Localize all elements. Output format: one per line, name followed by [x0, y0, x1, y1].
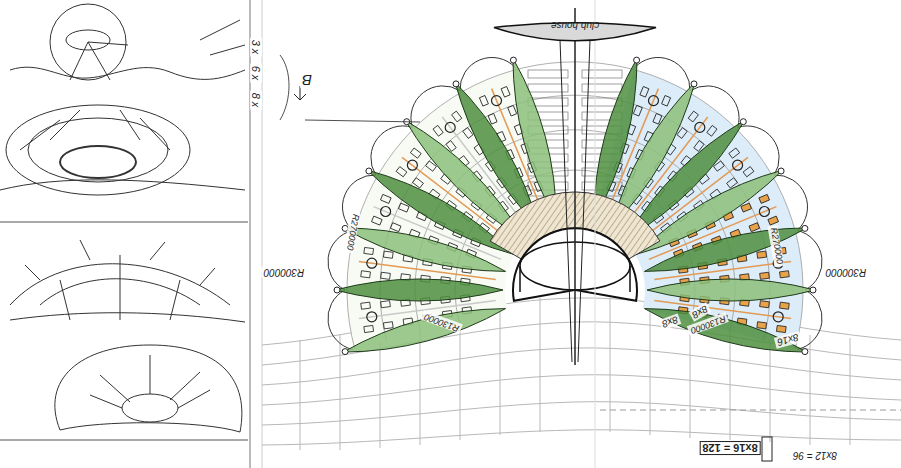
car-block [381, 301, 391, 308]
building-name: club house [493, 20, 657, 41]
car-block [729, 148, 740, 158]
node-circle [367, 258, 377, 268]
sketch-note: 6 x [250, 64, 262, 83]
sketch-note: B [300, 72, 314, 89]
car-block [768, 216, 779, 225]
car-block [640, 86, 649, 97]
node-circle [695, 122, 705, 132]
node-circle [759, 207, 769, 217]
axis-lines [280, 0, 772, 468]
car-block [760, 301, 770, 308]
car-block [501, 86, 510, 97]
node-circle [733, 160, 743, 170]
tip-circle [453, 81, 459, 87]
scallop-edge [460, 57, 516, 90]
car-block [371, 216, 382, 225]
green-spine [647, 279, 815, 301]
node-circle [649, 96, 659, 106]
tip-circle [342, 349, 348, 355]
car-block [633, 105, 642, 116]
tip-circle [740, 119, 746, 125]
scallop-edge [411, 86, 460, 128]
sketch-note: 8x12 = 96 [791, 450, 839, 461]
car-block [381, 272, 391, 279]
tip-circle [366, 168, 372, 174]
tip-circle [334, 287, 340, 293]
car-block [383, 322, 393, 329]
scallop-edge [635, 57, 691, 90]
club-house-roof: club house [493, 20, 657, 50]
car-block [410, 148, 421, 158]
car-block [743, 167, 754, 177]
car-block [662, 95, 671, 106]
sketch-note: 3 x [250, 38, 262, 57]
tip-circle [810, 287, 816, 293]
car-block [760, 272, 770, 279]
car-block [759, 194, 770, 203]
green-spine [343, 309, 505, 353]
node-circle [367, 312, 377, 322]
tip-circle [802, 225, 808, 231]
green-spine [335, 279, 503, 301]
parking-row [582, 70, 622, 78]
car-block [479, 95, 488, 106]
radius-dimension: R300000 [824, 267, 869, 278]
car-block [452, 111, 462, 122]
tip-circle [778, 168, 784, 174]
tip-circle [802, 349, 808, 355]
car-block [776, 325, 786, 332]
tip-circle [691, 81, 697, 87]
car-block [364, 325, 374, 332]
scallop-edge [738, 126, 780, 175]
car-block [383, 251, 393, 258]
car-block [757, 322, 767, 329]
node-circle [773, 312, 783, 322]
radius-dimension: R300000 [262, 267, 307, 278]
scallop-edge [371, 126, 413, 175]
node-circle [492, 96, 502, 106]
green-spine [645, 309, 807, 353]
scallop-edge [328, 290, 353, 350]
parking-row [528, 70, 568, 78]
sketch-note: 8 x [250, 91, 262, 110]
car-block [433, 125, 443, 136]
car-block [508, 105, 517, 116]
node-circle [381, 207, 391, 217]
car-block [364, 247, 374, 254]
car-block [757, 251, 767, 258]
node-circle [445, 122, 455, 132]
car-block [380, 194, 391, 203]
tip-circle [634, 57, 640, 63]
car-block [361, 271, 371, 278]
sketch-note: 8x16 = 128 [699, 441, 760, 455]
car-block [361, 302, 371, 309]
scallop-edge [797, 231, 822, 291]
car-block [749, 223, 760, 232]
scallop-edge [342, 175, 375, 231]
scallop-edge [690, 86, 739, 128]
car-block [780, 271, 790, 278]
car-block [688, 111, 698, 122]
tip-circle [510, 57, 516, 63]
concept-sketches [0, 0, 262, 468]
car-block [707, 125, 717, 136]
car-block [390, 223, 401, 232]
scallop-edge [774, 175, 807, 231]
car-block [780, 302, 790, 309]
car-block [396, 167, 407, 177]
node-circle [407, 160, 417, 170]
